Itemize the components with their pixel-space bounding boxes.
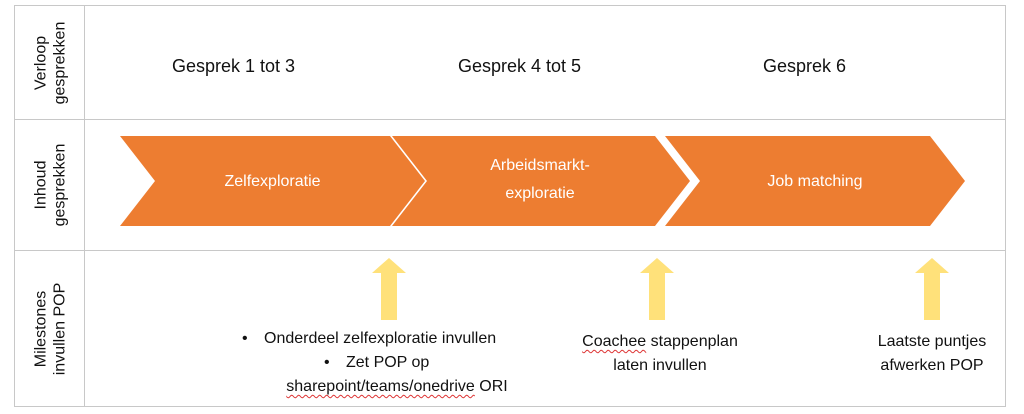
chevron-label-3: Job matching (735, 168, 895, 196)
chevron-label-line: Arbeidsmarkt- (490, 157, 590, 174)
milestone-bullet: •Onderdeel zelfexploratie invullen (242, 330, 497, 347)
chevron-arbeidsmarkt (392, 136, 690, 226)
milestone-line: sharepoint/teams/onedrive ORI (286, 378, 508, 395)
gesprek-label-2: Gesprek 4 tot 5 (458, 56, 582, 76)
milestone-bullet: •Zet POP op (324, 354, 430, 371)
row-label-column (15, 6, 85, 406)
gesprek-label-3: Gesprek 6 (763, 56, 847, 76)
chevron-label-1: Zelfexploratie (195, 168, 350, 196)
chevron-label-2: Arbeidsmarkt- exploratie (460, 152, 620, 208)
milestone-line: afwerken POP (880, 357, 984, 374)
milestone-line: laten invullen (613, 357, 707, 374)
up-arrow-icon (915, 258, 949, 320)
row-divider (15, 119, 1005, 120)
row-divider (15, 250, 1005, 251)
milestone-2-text: Coachee stappenplan laten invullen (560, 330, 760, 378)
chevron-label-line: Job matching (767, 173, 863, 190)
chevron-label-line: exploratie (505, 185, 575, 202)
up-arrow-icon (640, 258, 674, 320)
milestone-1-text: •Onderdeel zelfexploratie invullen •Zet … (232, 327, 552, 399)
chevron-zelfexploratie (120, 136, 425, 226)
chevron-job-matching (665, 136, 965, 226)
milestone-line: Laatste puntjes (877, 333, 987, 350)
gesprek-label-1: Gesprek 1 tot 3 (172, 56, 296, 76)
milestone-line: Coachee stappenplan (582, 333, 738, 350)
timeline-table: Verloop gesprekken Inhoud gesprekken Mil… (14, 5, 1006, 407)
milestone-3-text: Laatste puntjes afwerken POP (852, 330, 1012, 378)
chevron-label-line: Zelfexploratie (224, 173, 321, 190)
up-arrow-icon (372, 258, 406, 320)
